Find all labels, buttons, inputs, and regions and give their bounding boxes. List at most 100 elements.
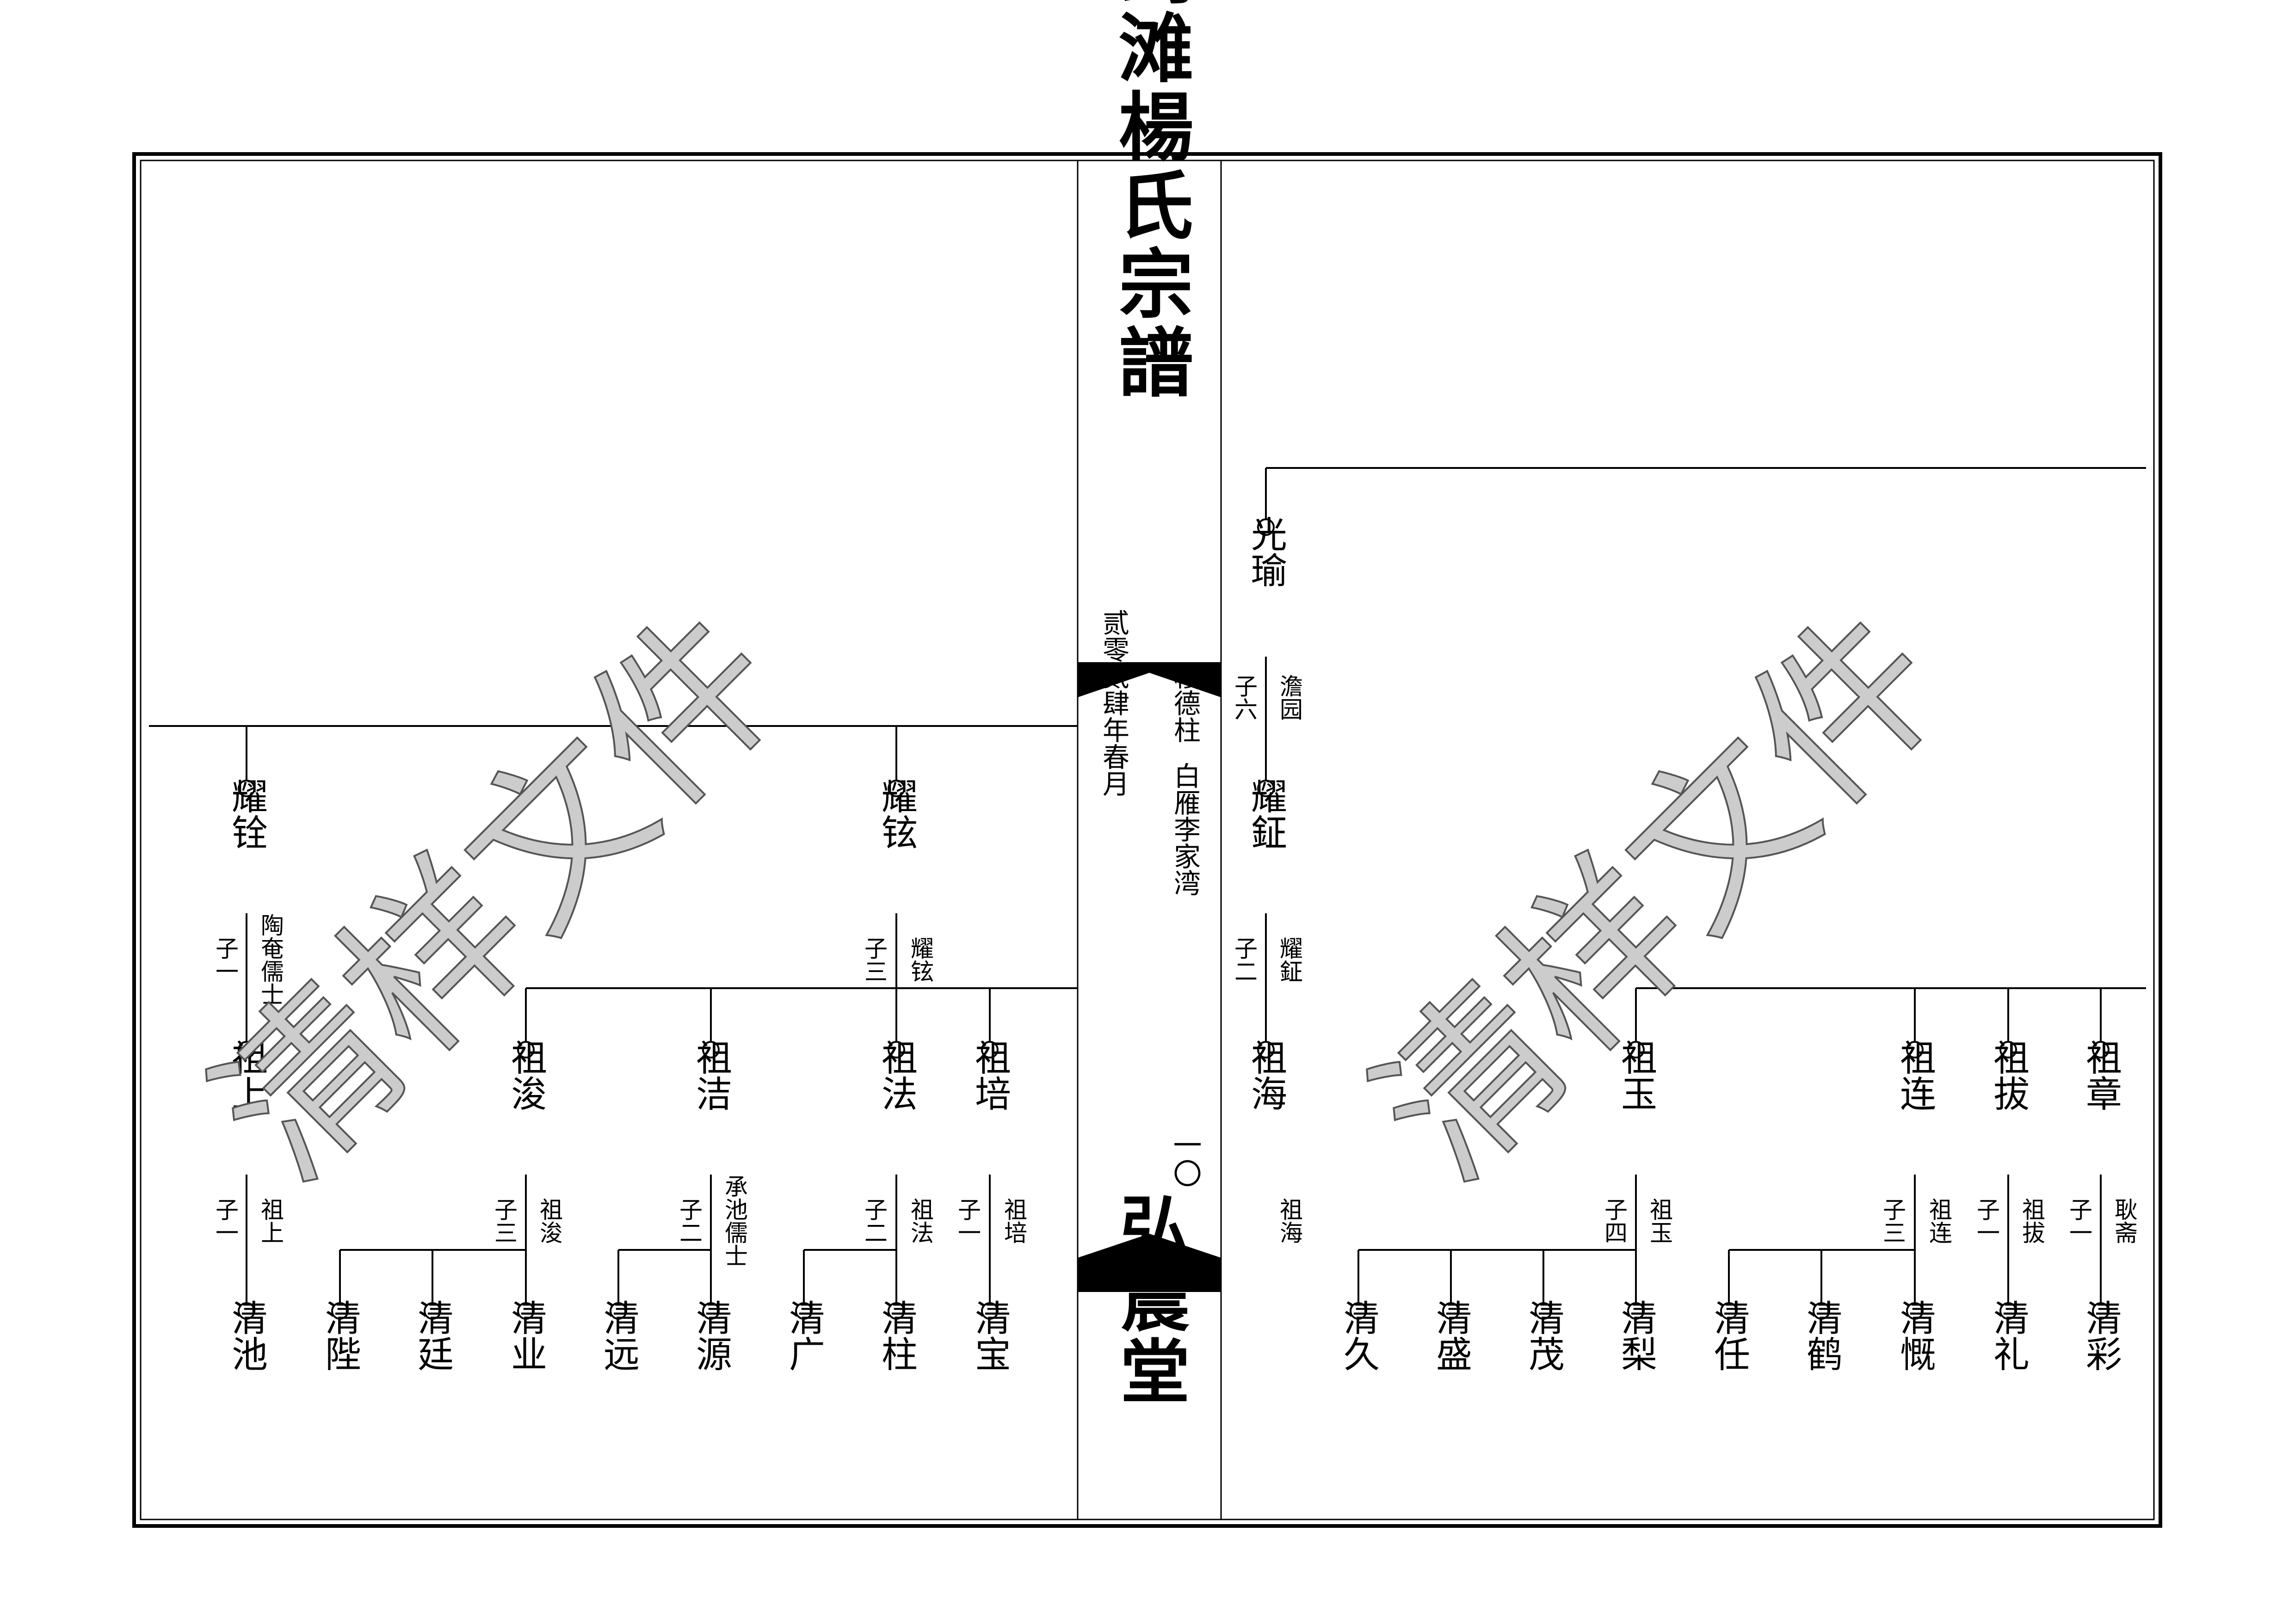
person-node xyxy=(795,1302,813,1320)
person-name: 清源 xyxy=(690,1299,732,1372)
person-node xyxy=(1627,1041,1645,1058)
person-name: 清远 xyxy=(598,1299,639,1372)
person-node xyxy=(1720,1302,1738,1320)
person-node xyxy=(1906,1302,1924,1320)
watermark-left: 清样文件 xyxy=(177,575,819,1217)
person-node xyxy=(981,1302,999,1320)
right-family-tree: 光瑜 子六 澹园 耀鉦 子二 耀鉦 祖海 祖玉 祖连 祖拔 祖章 祖海 xyxy=(1231,467,2146,1372)
person-note: 耀铉 xyxy=(907,936,934,983)
person-name: 祖洁 xyxy=(690,1039,732,1111)
son-count: 子四 xyxy=(1601,1198,1628,1244)
person-note: 祖上 xyxy=(257,1198,284,1244)
person-name: 祖章 xyxy=(2080,1039,2122,1111)
person-node xyxy=(238,1041,255,1058)
person-node xyxy=(888,1041,905,1058)
person-node xyxy=(702,1302,720,1320)
person-node xyxy=(1906,1041,1924,1058)
son-count: 子六 xyxy=(1231,674,1258,720)
person-note: 祖连 xyxy=(1925,1198,1952,1244)
person-note: 祖玉 xyxy=(1646,1198,1673,1244)
spine-upper-mark xyxy=(1078,662,1221,697)
person-note: 承池儒士 xyxy=(721,1175,748,1267)
person-name: 清鹤 xyxy=(1801,1299,1842,1372)
person-node xyxy=(1813,1302,1830,1320)
person-name: 清广 xyxy=(783,1299,825,1372)
spine-page-number: 一〇 xyxy=(1168,1130,1202,1187)
spine-place-left: 穆德柱 xyxy=(1169,663,1201,743)
person-node xyxy=(331,1302,349,1320)
spine-title: 剑滩楊氏宗譜 xyxy=(1105,0,1193,402)
person-name: 清柱 xyxy=(876,1299,917,1372)
person-name: 祖连 xyxy=(1894,1039,1936,1111)
person-name: 清久 xyxy=(1338,1299,1379,1372)
person-name: 祖浚 xyxy=(505,1039,547,1111)
person-node xyxy=(1999,1302,2017,1320)
person-name: 光瑜 xyxy=(1245,516,1287,588)
outer-border xyxy=(132,152,2162,1528)
person-name: 耀铨 xyxy=(226,778,267,850)
person-note: 祖浚 xyxy=(536,1198,563,1244)
person-note: 耀鉦 xyxy=(1276,936,1303,983)
watermark-right: 清样文件 xyxy=(1338,575,1980,1217)
person-name: 清礼 xyxy=(1987,1299,2029,1372)
person-name: 清茂 xyxy=(1523,1299,1564,1372)
person-name: 清业 xyxy=(505,1299,547,1372)
person-node xyxy=(1999,1041,2017,1058)
person-node xyxy=(702,1041,720,1058)
left-family-tree: 耀铨 耀铉 子一 陶奄儒士 子三 耀铉 祖上 祖浚 祖洁 祖法 祖培 xyxy=(149,725,1078,1372)
person-name: 清盛 xyxy=(1430,1299,1472,1372)
person-node xyxy=(1627,1302,1645,1320)
person-node xyxy=(2092,1302,2110,1320)
person-name: 清陛 xyxy=(319,1299,361,1372)
person-node xyxy=(1442,1302,1460,1320)
person-name: 祖培 xyxy=(969,1039,1011,1111)
person-node xyxy=(888,780,905,797)
person-name: 清梨 xyxy=(1615,1299,1657,1372)
person-name: 清任 xyxy=(1708,1299,1750,1372)
person-node xyxy=(981,1041,999,1058)
son-count: 子一 xyxy=(1973,1198,2000,1244)
son-count: 子一 xyxy=(954,1198,981,1244)
person-name: 祖海 xyxy=(1245,1039,1287,1111)
person-node xyxy=(517,1041,535,1058)
person-note: 祖海 xyxy=(1276,1198,1303,1244)
spine-hall: 弘農堂 xyxy=(1109,1191,1190,1408)
person-node xyxy=(1257,780,1275,797)
person-name: 祖拔 xyxy=(1987,1039,2029,1111)
person-name: 清宝 xyxy=(969,1299,1011,1372)
son-count: 子三 xyxy=(861,936,888,983)
son-count: 子二 xyxy=(1231,936,1258,983)
person-name: 祖玉 xyxy=(1615,1039,1657,1111)
person-name: 耀鉦 xyxy=(1245,778,1287,850)
spine-place-right: 白雁李家湾 xyxy=(1169,762,1201,896)
spine-date: 贰零贰肆年春月 xyxy=(1098,609,1129,797)
person-name: 清廷 xyxy=(412,1299,453,1372)
person-name: 清慨 xyxy=(1894,1299,1936,1372)
person-note: 耿斋 xyxy=(2111,1198,2138,1244)
person-name: 清彩 xyxy=(2080,1299,2122,1372)
spine-lower-mark xyxy=(1078,1234,1221,1292)
person-node xyxy=(238,780,255,797)
person-node xyxy=(1535,1302,1552,1320)
son-count: 子一 xyxy=(212,1198,239,1244)
son-count: 子三 xyxy=(1879,1198,1906,1244)
person-node xyxy=(424,1302,441,1320)
person-node xyxy=(517,1302,535,1320)
son-count: 子一 xyxy=(212,936,239,983)
son-count: 子二 xyxy=(861,1198,888,1244)
person-note: 陶奄儒士 xyxy=(257,913,284,1006)
person-note: 祖拔 xyxy=(2018,1198,2045,1244)
person-note: 澹园 xyxy=(1276,674,1303,720)
son-count: 子一 xyxy=(2066,1198,2092,1244)
person-node xyxy=(1257,518,1275,536)
person-note: 祖法 xyxy=(907,1198,934,1244)
person-node xyxy=(1257,1041,1275,1058)
inner-border xyxy=(140,160,2155,1520)
person-node xyxy=(238,1302,255,1320)
person-note: 祖培 xyxy=(1000,1198,1027,1244)
son-count: 子三 xyxy=(491,1198,518,1244)
person-node xyxy=(1350,1302,1367,1320)
person-name: 祖上 xyxy=(226,1039,267,1111)
person-node xyxy=(888,1302,905,1320)
